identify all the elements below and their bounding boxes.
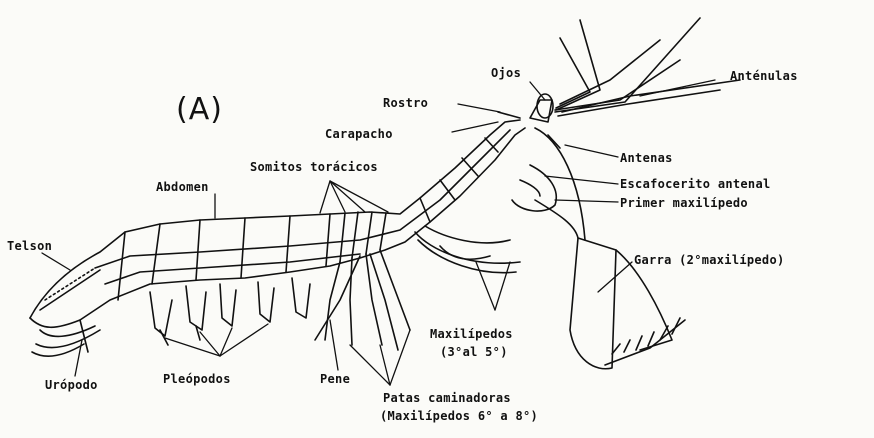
label-maxilipedos: Maxilípedos <box>430 327 513 341</box>
body-outline <box>30 120 525 327</box>
leader-escafocerito <box>545 176 618 184</box>
leader-maxilipedos-2 <box>495 262 510 310</box>
label-abdomen: Abdomen <box>156 180 209 194</box>
label-garra: Garra (2°maxilípedo) <box>634 253 785 267</box>
leader-patas-1 <box>350 345 390 385</box>
head-appendages-drawing <box>512 128 585 240</box>
label-maxilipedos-range: (3°al 5°) <box>440 345 508 359</box>
panel-label: (A) <box>176 92 223 127</box>
pleopods-drawing <box>150 278 310 345</box>
label-ojos: Ojos <box>491 66 521 80</box>
leader-primer-maxilipedo <box>555 200 618 202</box>
label-escafocerito-antenal: Escafocerito antenal <box>620 177 771 191</box>
label-carapacho: Carapacho <box>325 127 393 141</box>
leader-carapacho <box>452 122 498 132</box>
raptorial-claw-drawing <box>535 200 685 369</box>
leader-antenas <box>565 145 618 157</box>
label-telson: Telson <box>7 239 52 253</box>
label-uropodo: Urópodo <box>45 378 98 392</box>
label-antenulas: Anténulas <box>730 69 798 83</box>
leader-uropodo <box>75 340 82 376</box>
leader-pene <box>330 320 338 370</box>
leader-ojos <box>530 82 545 100</box>
label-rostro: Rostro <box>383 96 428 110</box>
label-antenas: Antenas <box>620 151 673 165</box>
label-pleopodos: Pleópodos <box>163 372 231 386</box>
antennules-drawing <box>555 18 740 116</box>
leader-patas-2 <box>380 345 390 385</box>
maxillipeds-3-5-drawing <box>415 226 520 273</box>
label-pene: Pene <box>320 372 350 386</box>
leader-lines <box>42 80 715 385</box>
label-patas-caminadoras: Patas caminadoras <box>383 391 511 405</box>
label-somitos-toracicos: Somitos torácicos <box>250 160 378 174</box>
label-primer-maxilipedo: Primer maxilípedo <box>620 196 748 210</box>
eyes-rostrum-drawing <box>498 94 553 122</box>
leader-maxilipedos-1 <box>476 262 495 310</box>
leader-rostro <box>458 104 500 112</box>
leader-antenulas <box>640 80 715 96</box>
leader-patas-3 <box>390 330 410 385</box>
leader-telson <box>42 253 70 270</box>
label-patas-maxilipedos-range: (Maxilípedos 6° a 8°) <box>380 409 538 423</box>
walking-legs-drawing <box>315 250 410 350</box>
leader-somitos-4 <box>320 181 330 213</box>
